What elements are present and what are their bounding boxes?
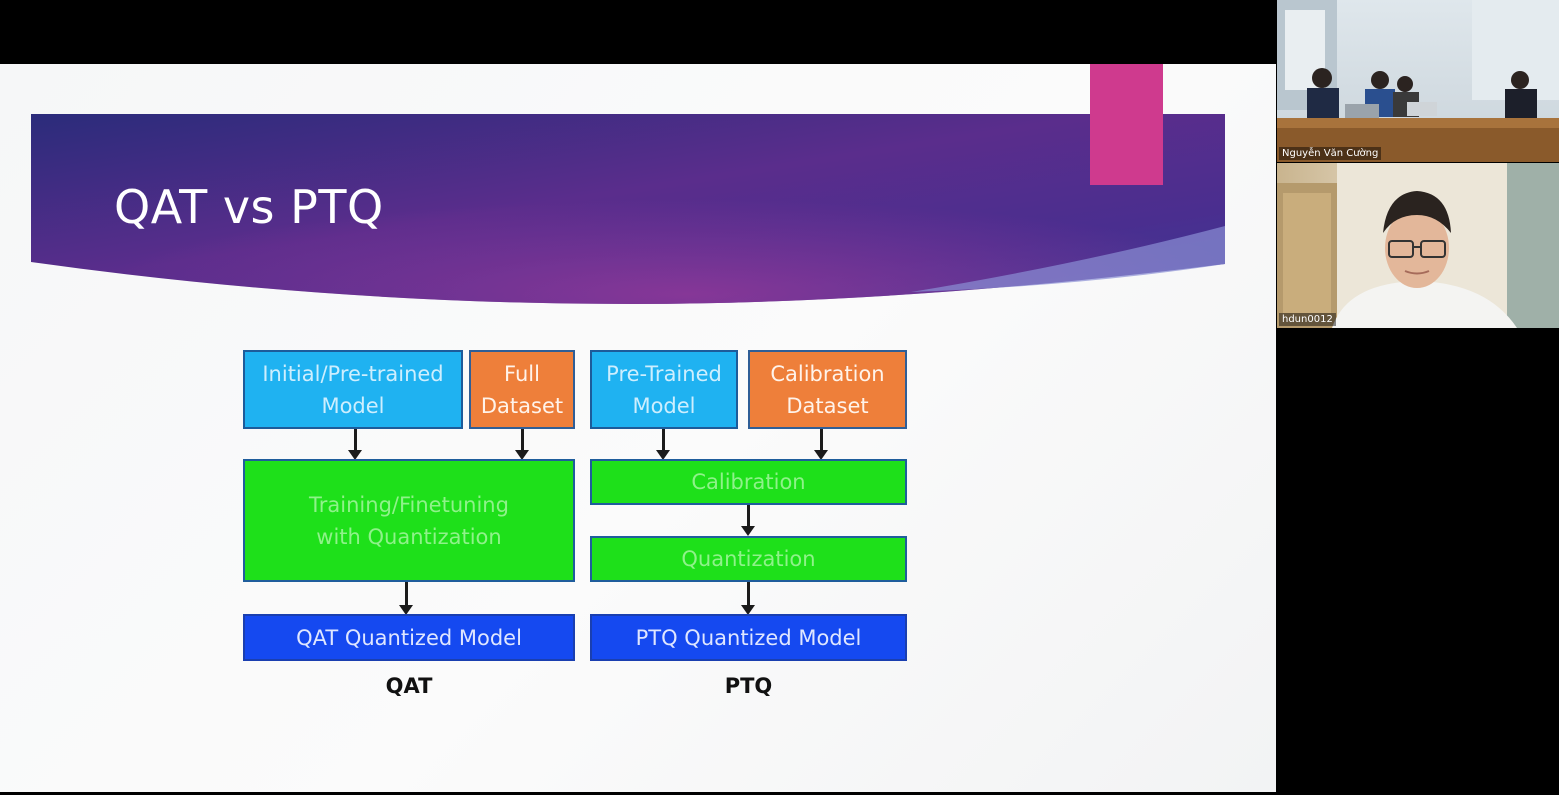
slide-title: QAT vs PTQ — [114, 180, 384, 234]
ptq-caption: PTQ — [724, 674, 773, 698]
room-video — [1277, 0, 1559, 162]
ptq-model-box: Pre-Trained Model — [590, 350, 738, 429]
participant-tile-webcam[interactable]: hdun0012 — [1277, 163, 1559, 328]
webcam-video — [1277, 163, 1559, 328]
ptq-output-box: PTQ Quantized Model — [590, 614, 907, 661]
ptq-calibration-box: Calibration — [590, 459, 907, 505]
participant-tile-room[interactable]: Nguyễn Văn Cường — [1277, 0, 1559, 162]
title-banner: QAT vs PTQ — [31, 64, 1225, 304]
qat-dataset-box: Full Dataset — [469, 350, 575, 429]
participant-name-label: Nguyễn Văn Cường — [1279, 147, 1382, 160]
qat-model-box: Initial/Pre-trained Model — [243, 350, 463, 429]
participant-name-label: hdun0012 — [1279, 313, 1336, 326]
qat-caption: QAT — [385, 674, 433, 698]
ptq-quantization-box: Quantization — [590, 536, 907, 582]
ptq-dataset-box: Calibration Dataset — [748, 350, 907, 429]
qat-output-box: QAT Quantized Model — [243, 614, 575, 661]
qat-training-box: Training/Finetuning with Quantization — [243, 459, 575, 582]
banner-shape — [31, 114, 1225, 304]
shared-slide: QAT vs PTQ Initial/Pre-trained Model Ful… — [0, 64, 1276, 792]
accent-bar — [1090, 64, 1163, 185]
